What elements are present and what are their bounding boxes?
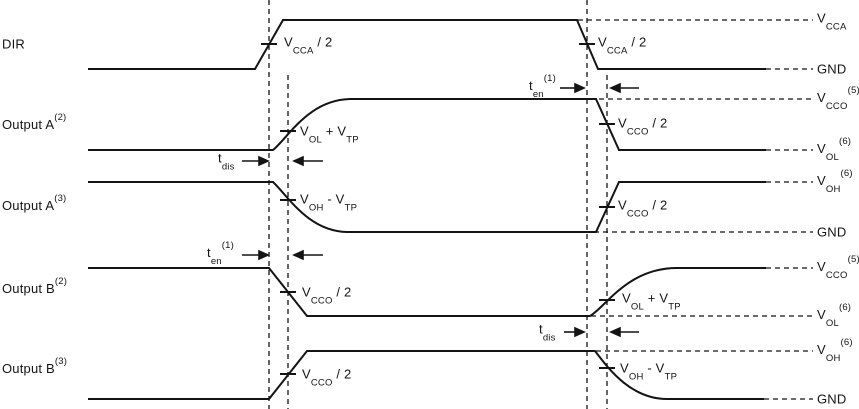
tdis-right-arrow-left-icon xyxy=(609,326,639,338)
waveforms xyxy=(88,19,766,400)
tdis-left-arrow-right-icon xyxy=(242,155,270,167)
level-reference-lines xyxy=(578,19,813,400)
ten-left-arrow-left-icon xyxy=(292,249,323,261)
vertical-dashed-guides xyxy=(268,0,608,409)
output-b2-waveform xyxy=(88,267,766,317)
dir-waveform xyxy=(88,19,766,70)
tdis-left-arrow-left-icon xyxy=(292,155,323,167)
output-b3-waveform xyxy=(88,350,764,400)
ten-right-arrow-right-icon xyxy=(560,82,586,94)
threshold-tick-marks xyxy=(261,43,615,375)
tdis-right-arrow-right-icon xyxy=(564,326,586,338)
timing-arrows xyxy=(242,82,639,338)
output-a2-waveform xyxy=(88,98,766,151)
output-a3-waveform xyxy=(88,181,766,233)
ten-right-arrow-left-icon xyxy=(609,82,639,94)
ten-left-arrow-right-icon xyxy=(242,249,270,261)
